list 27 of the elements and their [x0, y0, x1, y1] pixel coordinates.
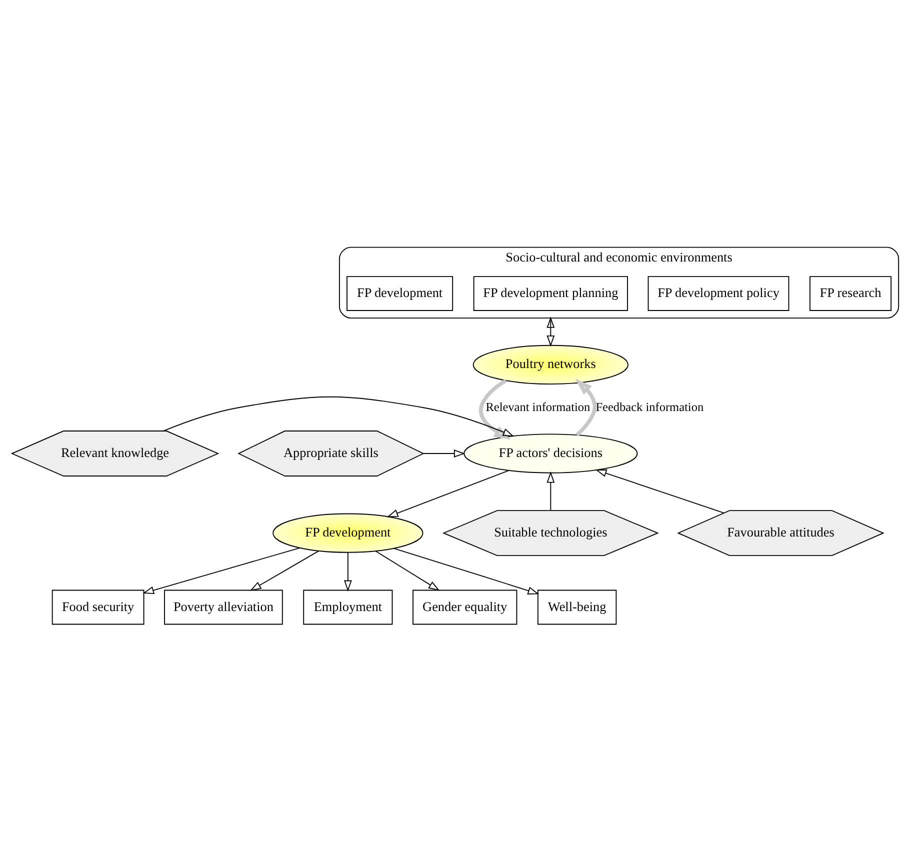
arrow	[344, 552, 352, 592]
arrow	[575, 378, 597, 436]
arrow	[386, 470, 510, 518]
node-box: Food security	[52, 590, 144, 625]
node-ellipse: FP development	[272, 513, 424, 553]
arrow	[250, 550, 320, 591]
node-box: FP research	[809, 276, 892, 311]
arrow	[375, 550, 440, 591]
node-box: FP development policy	[648, 276, 790, 311]
node-box: FP development	[346, 276, 454, 311]
arrow	[546, 316, 555, 347]
arrow	[162, 396, 514, 437]
node-ellipse: Poultry networks	[472, 344, 628, 385]
arrow	[394, 548, 540, 594]
node-box: Employment	[303, 590, 393, 625]
arrow	[595, 469, 724, 514]
arrow	[423, 450, 466, 458]
arrow	[142, 547, 300, 594]
edge-label: Relevant information	[486, 400, 590, 414]
node-box: Poverty alleviation	[164, 590, 283, 625]
arrow	[479, 379, 511, 440]
edge-label: Feedback information	[596, 400, 704, 414]
node-box: Well-being	[537, 590, 617, 625]
node-ellipse: FP actors' decisions	[464, 434, 638, 474]
arrow	[546, 471, 555, 512]
node-box: FP development planning	[473, 276, 628, 311]
node-box: Gender equality	[412, 590, 518, 625]
